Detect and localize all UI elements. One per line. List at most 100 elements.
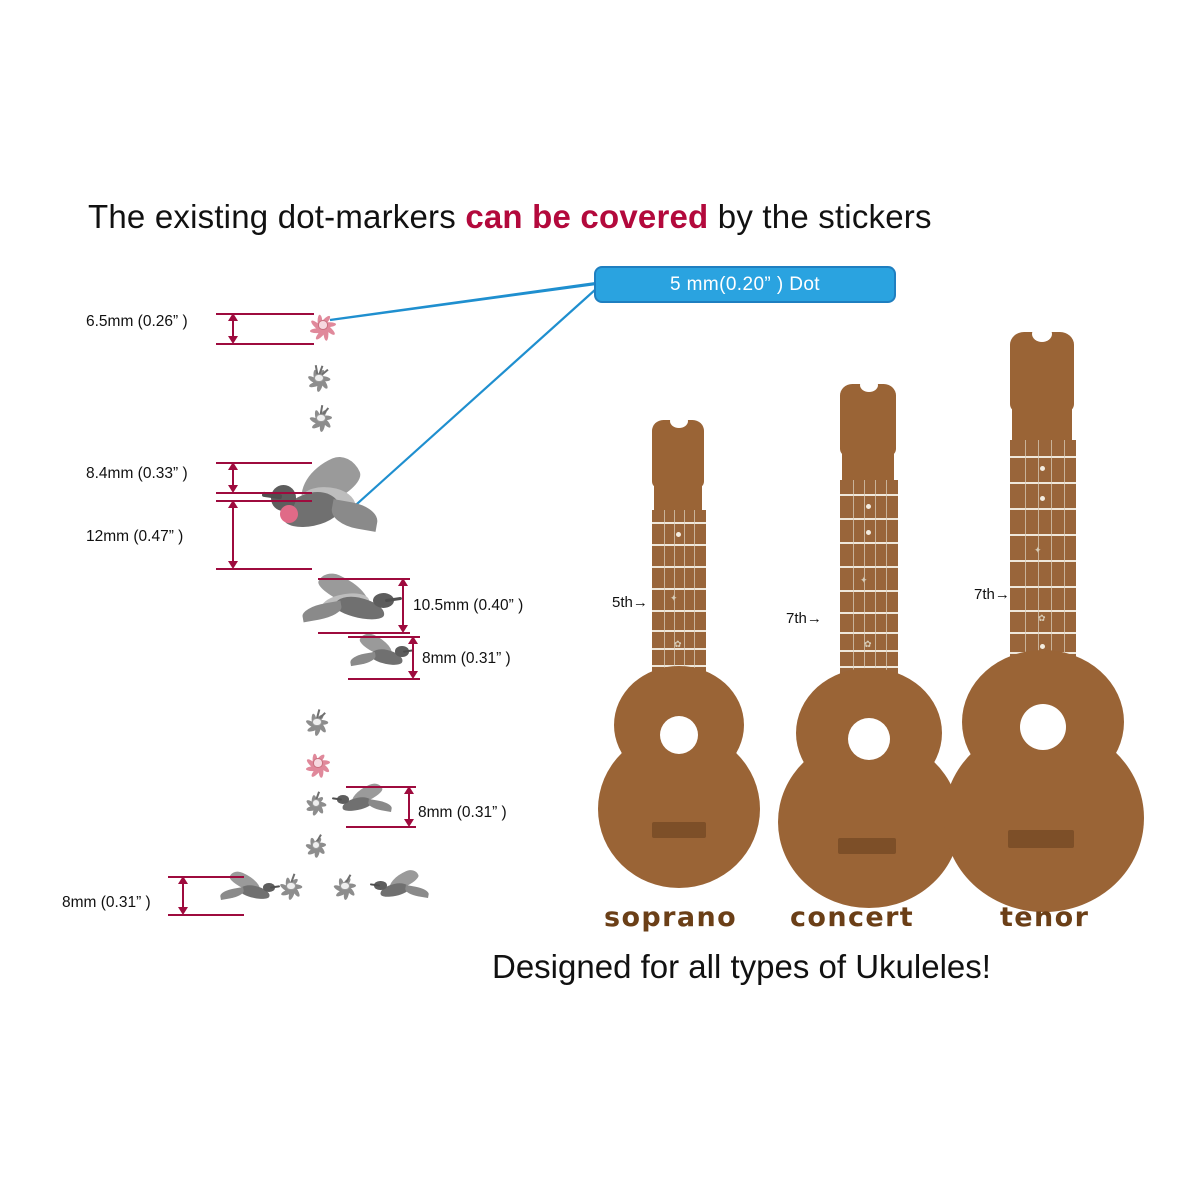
measurement-label: 12mm (0.47” ) — [86, 528, 184, 545]
sticker-hummingbird-large — [261, 450, 381, 558]
dot-size-label: 5 mm(0.20” ) Dot — [670, 273, 820, 295]
sticker-hummingbird-row-2 — [219, 868, 281, 908]
dim-arrowhead-12-down — [228, 561, 238, 569]
dim-arrow-8p4 — [232, 464, 234, 490]
fret — [840, 632, 898, 634]
dim-arrowhead-8c-up — [178, 876, 188, 884]
dim-line-8a-bottom — [348, 678, 420, 680]
measurement-label: 10.5mm (0.40” ) — [413, 597, 524, 614]
dim-line-8a-top — [348, 636, 420, 638]
ukulele-soprano: ✦ ✿ — [580, 414, 790, 900]
fret-sticker-flower: ✿ — [1038, 613, 1046, 623]
ukulele-tenor: ✦ ✿ — [940, 326, 1180, 912]
dim-arrowhead-8b-up — [404, 786, 414, 794]
sticker-flower-pink-2 — [302, 748, 334, 778]
neck — [1012, 406, 1072, 446]
fret-sticker-flower: ✿ — [864, 639, 872, 649]
fret — [840, 666, 898, 668]
headstock — [840, 384, 896, 456]
fret-marker-dot — [1040, 644, 1045, 649]
fret — [1010, 456, 1076, 458]
soundhole — [660, 716, 698, 754]
fret — [652, 588, 706, 590]
fret — [840, 566, 898, 568]
fret-marker-dot — [1040, 466, 1045, 471]
dim-arrowhead-8a-down — [408, 671, 418, 679]
dim-line-8b-bottom — [346, 826, 416, 828]
fret — [1010, 632, 1076, 634]
dim-arrow-12 — [232, 502, 234, 566]
fret — [840, 518, 898, 520]
dim-line-8p4-top — [216, 462, 312, 464]
string — [1038, 440, 1040, 668]
string — [853, 480, 855, 684]
soundhole — [848, 718, 890, 760]
sticker-flower-grey-5 — [302, 832, 330, 859]
string — [864, 480, 866, 684]
headline-after: by the stickers — [708, 198, 932, 235]
dim-arrow-10p5 — [402, 580, 404, 630]
fret — [840, 494, 898, 496]
fret — [652, 648, 706, 650]
dim-arrowhead-8p4-down — [228, 485, 238, 493]
dim-arrowhead-8c-down — [178, 907, 188, 915]
dim-arrowhead-8b-down — [404, 819, 414, 827]
string — [875, 480, 877, 684]
bridge — [652, 822, 706, 838]
dim-arrowhead-8p4-up — [228, 462, 238, 470]
fret-sticker-bird: ✦ — [670, 593, 678, 603]
fret — [1010, 482, 1076, 484]
measurement-label: 8mm (0.31” ) — [418, 804, 507, 821]
headstock-notch — [860, 378, 878, 392]
dim-line-6p5-bottom — [216, 343, 314, 345]
fret-position-label-soprano: 5th→ — [612, 594, 648, 611]
dim-line-12-bottom — [216, 568, 312, 570]
dim-arrowhead-8a-up — [408, 636, 418, 644]
fret — [840, 650, 898, 652]
fret — [1010, 610, 1076, 612]
bridge — [1008, 830, 1074, 848]
soundhole — [1020, 704, 1066, 750]
dim-arrowhead-10p5-up — [398, 578, 408, 586]
sticker-hummingbird-row-1 — [331, 780, 393, 820]
fret-position-label-concert: 7th→ — [786, 610, 822, 627]
string — [1064, 440, 1066, 668]
dim-line-10p5-bottom — [318, 632, 410, 634]
ukulele-concert: ✦ ✿ — [760, 378, 980, 908]
string — [694, 510, 696, 680]
sticker-flower-grey-1 — [304, 364, 334, 393]
fret-position-label-tenor: 7th→ — [974, 586, 1010, 603]
sticker-flower-grey-4 — [302, 790, 330, 817]
fretboard: ✦ ✿ — [840, 480, 898, 684]
string — [674, 510, 676, 680]
bridge — [838, 838, 896, 854]
fret — [652, 610, 706, 612]
sticker-hummingbird-small — [348, 630, 415, 676]
ukulele-name-concert: concert — [790, 902, 915, 933]
dim-line-8c-bottom — [168, 914, 244, 916]
neck — [654, 482, 702, 514]
fret-marker-dot — [866, 530, 871, 535]
headstock-notch — [1032, 326, 1052, 342]
measurement-label: 8.4mm (0.33” ) — [86, 465, 188, 482]
dim-line-8b-top — [346, 786, 416, 788]
fret-sticker-flower: ✿ — [674, 639, 682, 649]
fret-marker-dot — [866, 504, 871, 509]
sticker-hummingbird-mid — [301, 568, 403, 636]
headline-before: The existing dot-markers — [88, 198, 466, 235]
dim-arrowhead-6p5-up — [228, 313, 238, 321]
fretboard: ✦ ✿ — [1010, 440, 1076, 668]
dim-arrowhead-6p5-down — [228, 336, 238, 344]
tagline: Designed for all types of Ukuleles! — [492, 948, 991, 985]
fret — [652, 544, 706, 546]
fretboard: ✦ ✿ — [652, 510, 706, 680]
string — [664, 510, 666, 680]
measurement-label: 8mm (0.31” ) — [62, 894, 151, 911]
string — [886, 480, 888, 684]
dim-arrow-6p5 — [232, 315, 234, 341]
dim-arrowhead-12-up — [228, 500, 238, 508]
fret — [840, 542, 898, 544]
dim-line-8c-top — [168, 876, 244, 878]
